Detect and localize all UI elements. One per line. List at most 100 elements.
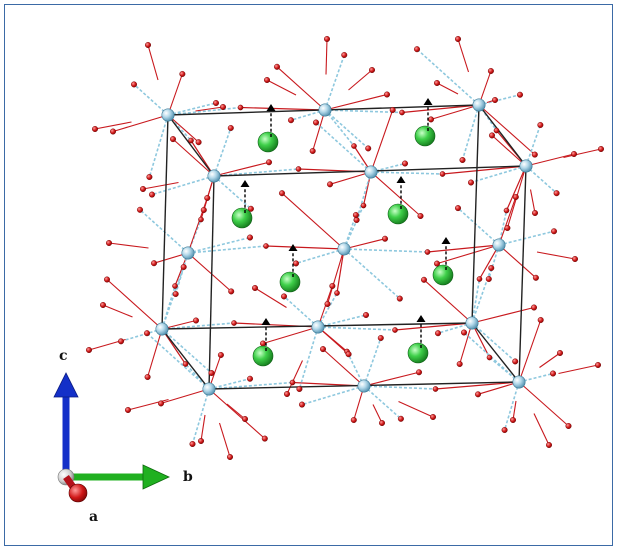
metal-atom xyxy=(161,108,175,122)
metal-oxygen-bond xyxy=(423,279,473,324)
oxygen-atom xyxy=(195,139,202,146)
metal-oxygen-bond xyxy=(139,209,189,254)
oxygen-atom xyxy=(313,119,320,126)
metal-oxygen-bond xyxy=(161,322,235,330)
oxygen-atom xyxy=(439,171,446,177)
oxygen-atom xyxy=(432,386,439,392)
oxygen-bond xyxy=(563,148,602,159)
metal-oxygen-bond xyxy=(343,248,401,300)
metal-oxygen-bond xyxy=(505,165,527,211)
oxygen-atom xyxy=(334,290,340,296)
oxygen-atom xyxy=(363,312,370,319)
metal-atom xyxy=(357,379,371,393)
metal-oxygen-bond xyxy=(301,385,365,406)
axis-triad: cba xyxy=(53,348,193,525)
oxygen-atom xyxy=(246,375,253,382)
oxygen-atom xyxy=(571,150,578,157)
oxygen-atom xyxy=(553,190,560,197)
unit-cell-edge xyxy=(167,114,215,177)
metal-oxygen-bond xyxy=(167,73,183,116)
metal-oxygen-bond xyxy=(281,192,345,250)
metal-oxygen-bond xyxy=(213,168,299,177)
oxygen-atom xyxy=(417,212,424,219)
oxygen-atom xyxy=(281,293,288,300)
unit-cell-edge xyxy=(208,175,215,390)
metal-atom xyxy=(202,382,216,396)
oxygen-atom xyxy=(489,132,496,139)
oxygen-bond xyxy=(348,69,373,91)
crystal-structure-diagram: cba xyxy=(53,36,605,525)
metal-oxygen-bond xyxy=(146,332,210,390)
oxygen-atom xyxy=(172,283,178,289)
metal-oxygen-bond xyxy=(324,54,346,111)
metal-oxygen-bond xyxy=(435,381,520,390)
oxygen-atom xyxy=(492,96,499,103)
oxygen-atom xyxy=(384,91,391,98)
metal-oxygen-bond xyxy=(213,161,270,177)
oxygen-bond xyxy=(218,422,231,458)
unit-cell-edge xyxy=(161,328,210,390)
oxygen-atom xyxy=(512,358,519,365)
oxygen-atom xyxy=(103,276,110,283)
metal-oxygen-bond xyxy=(187,197,208,254)
oxygen-atom xyxy=(188,137,194,144)
oxygen-atom xyxy=(455,36,462,43)
oxygen-atom xyxy=(461,329,468,336)
oxygen-bond xyxy=(457,38,470,73)
oxygen-atom xyxy=(392,327,398,333)
oxygen-atom xyxy=(139,185,146,192)
axis-a-label: a xyxy=(89,509,98,525)
oxygen-atom xyxy=(468,179,475,186)
oxygen-bond xyxy=(372,404,383,424)
metal-oxygen-bond xyxy=(343,248,428,253)
metal-oxygen-bond xyxy=(317,314,367,328)
oxygen-atom xyxy=(198,216,204,223)
oxygen-atom xyxy=(399,109,405,116)
metal-oxygen-bond xyxy=(471,278,481,324)
oxygen-bond xyxy=(254,287,287,308)
oxygen-atom xyxy=(487,68,494,75)
metal-atom xyxy=(465,316,479,330)
cation-atom xyxy=(279,271,301,293)
metal-atom xyxy=(472,98,486,112)
oxygen-atom xyxy=(274,63,281,70)
oxygen-bond xyxy=(94,121,132,130)
displacement-arrowhead xyxy=(288,244,298,251)
metal-oxygen-bond xyxy=(430,104,480,120)
metal-oxygen-bond xyxy=(478,244,500,280)
oxygen-atom xyxy=(486,354,493,361)
oxygen-atom xyxy=(261,435,268,442)
metal-atom xyxy=(181,246,195,260)
unit-cell-edge xyxy=(471,104,480,324)
oxygen-atom xyxy=(105,239,112,246)
metal-oxygen-bond xyxy=(208,388,266,440)
oxygen-atom xyxy=(124,407,131,414)
displacement-arrows xyxy=(240,98,451,351)
metal-oxygen-bond xyxy=(471,306,535,324)
metal-oxygen-bond xyxy=(317,326,349,355)
oxygen-atom xyxy=(217,352,224,359)
metal-oxygen-bond xyxy=(322,348,365,387)
oxygen-atom xyxy=(345,351,352,358)
oxygen-bond xyxy=(226,403,246,420)
metal-oxygen-bond xyxy=(525,124,542,167)
metal-atom xyxy=(364,165,378,179)
metal-oxygen-bond xyxy=(213,175,252,210)
metal-oxygen-bond xyxy=(343,238,386,250)
oxygen-atom xyxy=(557,350,564,357)
atom-layer xyxy=(85,36,605,461)
oxygen-atom xyxy=(532,274,539,281)
unit-cell-edge xyxy=(518,165,527,383)
metal-oxygen-bond xyxy=(167,106,241,116)
oxygen-atom xyxy=(537,317,544,324)
cation-atom xyxy=(387,203,409,225)
metal-oxygen-bond xyxy=(208,377,251,390)
metal-oxygen-bond xyxy=(160,388,210,404)
oxygen-bond xyxy=(512,400,517,421)
oxygen-atom xyxy=(172,291,179,298)
metal-oxygen-bond xyxy=(315,121,372,173)
oxygen-bond xyxy=(536,251,576,260)
oxygen-atom xyxy=(144,374,151,381)
cation-atom xyxy=(432,264,454,286)
